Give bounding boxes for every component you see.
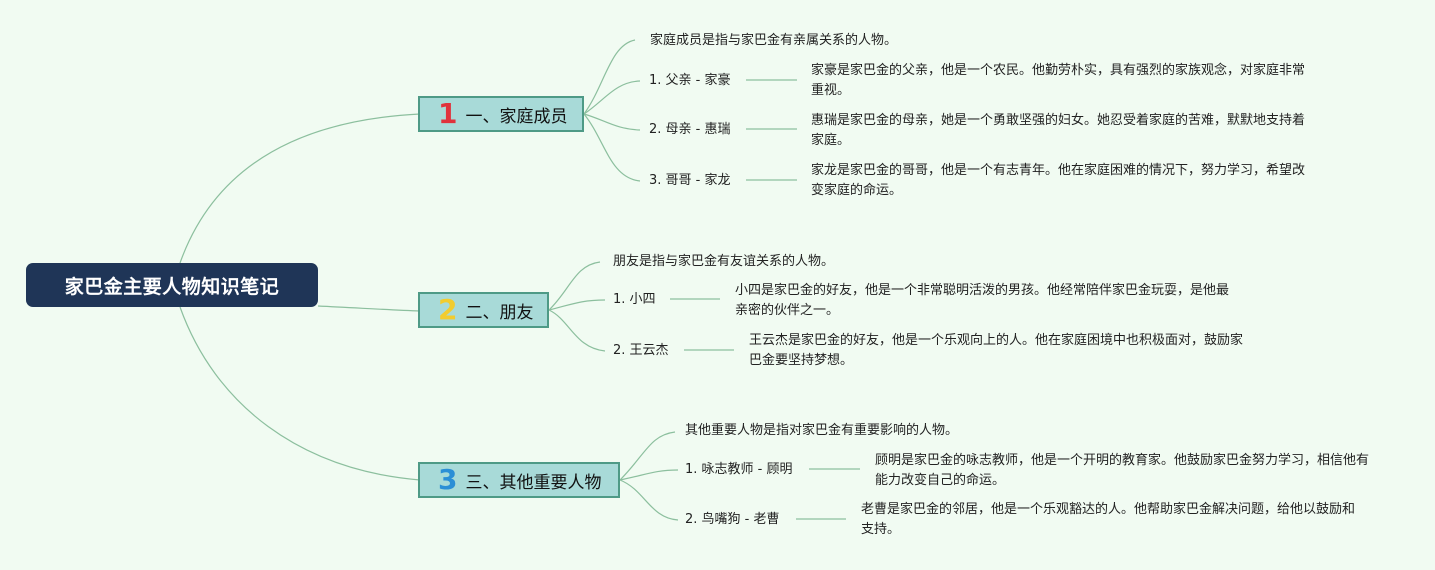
desc-wangyunjie[interactable]: 王云杰是家巴金的好友，他是一个乐观向上的人。他在家庭困境中也积极面对，鼓励家巴金… [749, 333, 1244, 368]
link-b2-intro [548, 261, 601, 311]
link-b3-intro [619, 431, 676, 481]
number-1-icon: 1 [438, 97, 458, 130]
branch-label: 一、家庭成员 [465, 106, 568, 127]
desc-mother[interactable]: 惠瑞是家巴金的母亲，她是一个勇敢坚强的妇女。她忍受着家庭的苦难，默默地支持着家庭… [811, 113, 1306, 148]
branch-family[interactable]: 1 一、家庭成员 [418, 96, 584, 132]
intro-others[interactable]: 其他重要人物是指对家巴金有重要影响的人物。 [685, 423, 959, 438]
branch-friends[interactable]: 2 二、朋友 [418, 292, 549, 328]
root-title: 家巴金主要人物知识笔记 [64, 275, 280, 298]
link-b1-item1 [583, 80, 641, 115]
link-b1-intro [583, 39, 636, 115]
desc-xiaosi[interactable]: 小四是家巴金的好友，他是一个非常聪明活泼的男孩。他经常陪伴家巴金玩耍，是他最亲密… [735, 283, 1230, 318]
branch-label: 三、其他重要人物 [465, 472, 602, 493]
link-b2-item1 [548, 299, 606, 311]
topic-mother[interactable]: 2. 母亲 - 惠瑞 [649, 122, 731, 137]
link-b1-item3 [583, 113, 641, 182]
root-topic[interactable]: 家巴金主要人物知识笔记 [26, 263, 318, 307]
link-root-branch-3 [179, 306, 421, 481]
link-b1-item2 [583, 113, 641, 131]
intro-friends[interactable]: 朋友是指与家巴金有友谊关系的人物。 [613, 254, 835, 269]
topic-teacher[interactable]: 1. 咏志教师 - 顾明 [685, 462, 793, 477]
desc-teacher[interactable]: 顾明是家巴金的咏志教师，他是一个开明的教育家。他鼓励家巴金努力学习，相信他有能力… [875, 453, 1370, 488]
link-root-branch-2 [317, 305, 421, 312]
link-b2-item2 [548, 309, 606, 352]
intro-family[interactable]: 家庭成员是指与家巴金有亲属关系的人物。 [650, 33, 898, 48]
desc-father[interactable]: 家豪是家巴金的父亲，他是一个农民。他勤劳朴实，具有强烈的家族观念，对家庭非常重视… [811, 63, 1306, 98]
topic-neighbor[interactable]: 2. 鸟嘴狗 - 老曹 [685, 512, 780, 527]
topic-brother[interactable]: 3. 哥哥 - 家龙 [649, 173, 731, 188]
branch-label: 二、朋友 [465, 302, 534, 323]
topic-xiaosi[interactable]: 1. 小四 [613, 292, 656, 307]
desc-brother[interactable]: 家龙是家巴金的哥哥，他是一个有志青年。他在家庭困难的情况下，努力学习，希望改变家… [811, 163, 1306, 198]
link-root-branch-1 [179, 113, 421, 264]
link-b3-item1 [619, 469, 679, 481]
topic-wangyunjie[interactable]: 2. 王云杰 [613, 343, 669, 358]
desc-neighbor[interactable]: 老曹是家巴金的邻居，他是一个乐观豁达的人。他帮助家巴金解决问题，给他以鼓励和支持… [861, 502, 1356, 537]
topic-father[interactable]: 1. 父亲 - 家豪 [649, 73, 731, 88]
number-3-icon: 3 [438, 463, 458, 496]
branch-others[interactable]: 3 三、其他重要人物 [418, 462, 620, 498]
link-b3-item2 [619, 479, 679, 521]
number-2-icon: 2 [438, 293, 458, 326]
